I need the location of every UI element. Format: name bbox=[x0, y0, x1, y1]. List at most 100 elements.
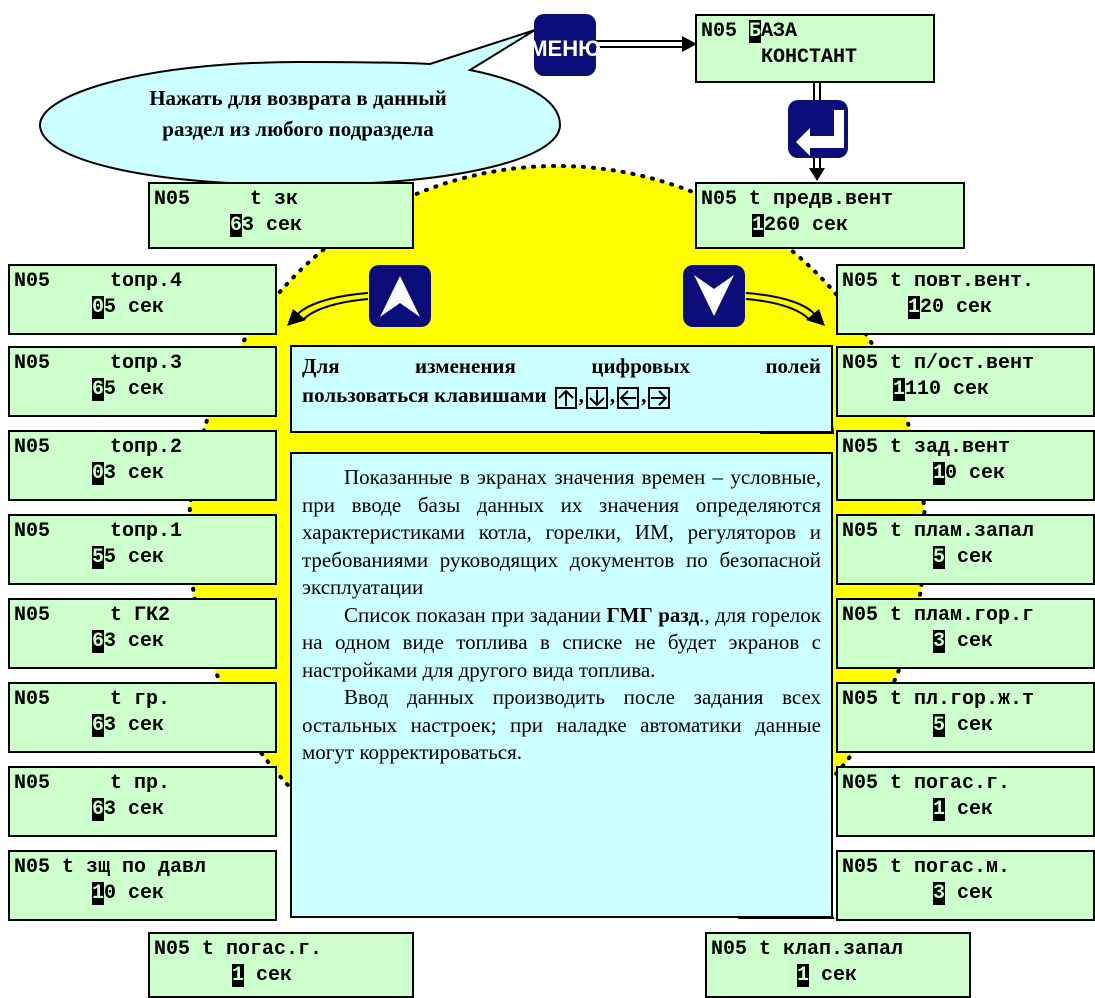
screen-line-2: 10 сек bbox=[933, 461, 1005, 487]
screen-line-2: 5 сек bbox=[933, 713, 993, 739]
screen-line-1: N05 t зщ по давл bbox=[14, 856, 207, 879]
screen-value: 3 сек bbox=[104, 714, 165, 737]
screen-value: 3 сек bbox=[242, 214, 303, 237]
screen-baza-konstant: N05 БАЗА КОНСТАНТ bbox=[695, 14, 935, 83]
screen-value: сек bbox=[945, 546, 994, 569]
screen-line-1: N05 tопр.4 bbox=[14, 270, 183, 293]
screen-line-1: N05 t гр. bbox=[14, 688, 171, 711]
screen-rest: АЗА bbox=[761, 20, 798, 43]
screen-value: 5 сек bbox=[104, 296, 165, 319]
screen-cursor: 6 bbox=[92, 378, 105, 401]
screen-line-1: N05 tопр.3 bbox=[14, 352, 183, 375]
screen-line-2: 1260 сек bbox=[752, 213, 848, 239]
hint-word: Для bbox=[302, 354, 340, 378]
down-curved-arrow bbox=[745, 292, 825, 326]
screen-cursor: 5 bbox=[933, 546, 946, 569]
screen-line-1: N05 t погас.г. bbox=[154, 938, 323, 961]
screen-left-7: N05 t гр. 63 сек bbox=[8, 682, 277, 753]
screen-value: сек bbox=[945, 798, 994, 821]
screen-cursor: 1 bbox=[92, 882, 105, 905]
screen-line-2: 05 сек bbox=[92, 295, 164, 321]
screen-line-1: N05 t зад.вент bbox=[842, 436, 1011, 459]
screen-line-1: N05 t предв.вент bbox=[701, 188, 894, 211]
enter-key-icon bbox=[788, 100, 848, 158]
arrow-down-key-icon bbox=[585, 386, 608, 409]
screen-line-1: N05 t п/ост.вент bbox=[842, 352, 1035, 375]
screen-line-1: N05 tопр.2 bbox=[14, 436, 183, 459]
screen-line-1: N05 БАЗА bbox=[701, 19, 797, 45]
callout-line-1: Нажать для возврата в данный bbox=[149, 86, 447, 110]
screen-line-2: 55 сек bbox=[92, 545, 164, 571]
info-paragraph-2: Список показан при задании ГМГ разд., дл… bbox=[302, 602, 821, 685]
screen-cursor: Б bbox=[749, 20, 762, 43]
up-curved-arrow bbox=[287, 292, 369, 326]
sep: , bbox=[609, 383, 616, 407]
screen-line-2: КОНСТАНТ bbox=[761, 46, 858, 69]
screen-value: сек bbox=[244, 964, 293, 987]
screen-line-2: 5 сек bbox=[933, 545, 993, 571]
screen-line-2: 63 сек bbox=[230, 213, 302, 239]
screen-right-9: N05 t погас.м.3 сек bbox=[836, 850, 1095, 921]
keys-hint-line-2: пользоваться клавишами , , , bbox=[302, 381, 821, 410]
info-paragraph-1: Показанные в экранах значения времен – у… bbox=[302, 465, 821, 599]
screen-line-2: 1110 сек bbox=[893, 377, 989, 403]
screen-value: сек bbox=[809, 964, 858, 987]
screen-value: сек bbox=[945, 714, 994, 737]
screen-line-1: N05 t пр. bbox=[14, 772, 171, 795]
screen-cursor: 5 bbox=[933, 714, 946, 737]
screen-value: 260 сек bbox=[764, 214, 849, 237]
screen-value: 5 сек bbox=[104, 378, 165, 401]
screen-value: 3 сек bbox=[104, 798, 165, 821]
keys-hint-line-1: Для изменения цифровых полей bbox=[302, 352, 821, 381]
screen-line-1: N05 t плам.запал bbox=[842, 520, 1035, 543]
screen-right-2: N05 t повт.вент.120 сек bbox=[836, 264, 1095, 335]
screen-line-2: 65 сек bbox=[92, 377, 164, 403]
screen-line-1: N05 t пл.гор.ж.т bbox=[842, 688, 1035, 711]
screen-value: 20 сек bbox=[920, 296, 993, 319]
screen-line-2: 63 сек bbox=[92, 797, 164, 823]
screen-line-1: N05 t ГК2 bbox=[14, 604, 171, 627]
info-note: Показанные в экранах значения времен – у… bbox=[290, 452, 833, 918]
screen-line-1: N05 t зк bbox=[154, 188, 299, 211]
screen-value: 0 сек bbox=[945, 462, 1006, 485]
screen-cursor: 5 bbox=[92, 546, 105, 569]
info-bold-text: ГМГ разд bbox=[606, 602, 700, 627]
screen-cursor: 6 bbox=[92, 714, 105, 737]
screen-value: 3 сек bbox=[104, 462, 165, 485]
screen-cursor: 6 bbox=[230, 214, 243, 237]
callout-text: Нажать для возврата в данный раздел из л… bbox=[108, 83, 488, 145]
hint-word: изменения bbox=[415, 354, 516, 378]
menu-arrow bbox=[596, 36, 697, 52]
sep: , bbox=[578, 383, 584, 407]
screen-cursor: 1 bbox=[933, 798, 946, 821]
screen-line-2: 03 сек bbox=[92, 461, 164, 487]
callout-line-2: раздел из любого подраздела bbox=[162, 117, 434, 141]
screen-prefix: N05 bbox=[701, 20, 750, 43]
hint-text: пользоваться клавишами bbox=[302, 383, 547, 407]
screen-line-2: 3 сек bbox=[933, 629, 993, 655]
screen-value: сек bbox=[945, 882, 994, 905]
screen-value: 5 сек bbox=[104, 546, 165, 569]
up-key-icon bbox=[369, 265, 431, 327]
screen-line-2: 10 сек bbox=[92, 881, 164, 907]
screen-cursor: 6 bbox=[92, 798, 105, 821]
screen-cursor: 3 bbox=[933, 882, 946, 905]
svg-text:МЕНЮ: МЕНЮ bbox=[529, 36, 601, 61]
screen-cursor: 1 bbox=[232, 964, 245, 987]
screen-line-2: 1 сек bbox=[232, 963, 292, 989]
screen-cursor: 1 bbox=[797, 964, 810, 987]
screen-value: 0 сек bbox=[104, 882, 165, 905]
screen-left-8: N05 t пр.63 сек bbox=[8, 766, 277, 837]
enter-arrow bbox=[809, 82, 825, 181]
